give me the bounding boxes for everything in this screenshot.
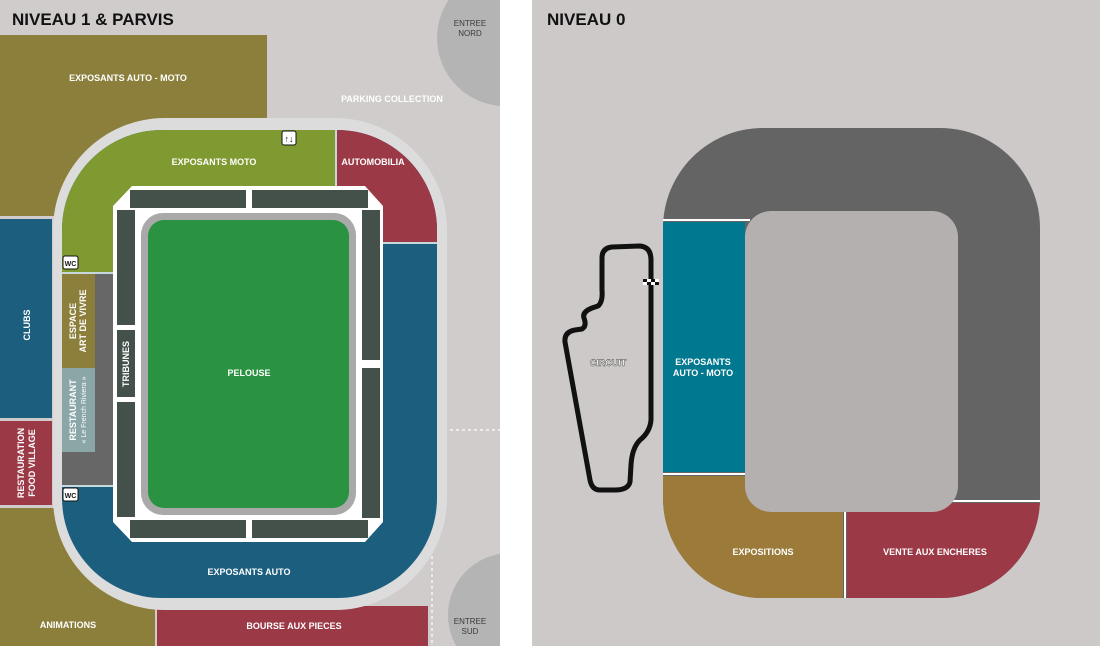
zone-label: EXPOSANTS MOTO xyxy=(172,157,257,167)
zone-exposants-auto-moto[interactable] xyxy=(663,222,745,472)
map-niveau-1: ENTREE NORD ENTREE SUD PARKING COLLECTIO… xyxy=(0,0,500,646)
zone-clubs[interactable]: CLUBS xyxy=(0,219,52,418)
zone-label: BOURSE AUX PIECES xyxy=(246,621,341,631)
zone-label: CIRCUIT xyxy=(590,358,627,368)
zone-label: CLUBS xyxy=(22,310,32,341)
map-niveau-0: EXPOSANTS AUTO - MOTO EXPOSITIONS VENTE … xyxy=(532,0,1100,646)
inner-area xyxy=(745,211,958,512)
zone-label: EXPOSANTS AUTO - MOTO xyxy=(69,73,187,83)
zone-label: FOOD VILLAGE xyxy=(27,429,37,497)
zone-tribunes[interactable] xyxy=(117,330,135,397)
zone-espace-art-de-vivre[interactable] xyxy=(62,274,95,368)
zone-label: RESTAURANT xyxy=(68,379,78,441)
zone-label: RESTAURATION xyxy=(16,428,26,498)
entree-nord-label: NORD xyxy=(458,29,482,38)
entree-sud-label: SUD xyxy=(462,627,479,636)
zone-label: VENTE AUX ENCHERES xyxy=(883,547,987,557)
zone-label: « Le French Riviera » xyxy=(81,376,88,443)
zone-circuit[interactable]: CIRCUIT xyxy=(562,243,659,493)
zone-label: ART DE VIVRE xyxy=(78,289,88,352)
checkered-flag-icon xyxy=(643,279,659,285)
entree-nord[interactable]: ENTREE NORD xyxy=(437,0,500,106)
zone-label: ESPACE xyxy=(68,303,78,339)
zone-label: AUTO - MOTO xyxy=(673,368,733,378)
zone-bourse-aux-pieces[interactable]: BOURSE AUX PIECES xyxy=(157,606,428,646)
zone-label: EXPOSITIONS xyxy=(732,547,793,557)
zone-pelouse[interactable]: PELOUSE xyxy=(148,220,349,508)
entree-nord-label: ENTREE xyxy=(454,19,486,28)
zone-label: EXPOSANTS xyxy=(675,357,731,367)
zone-label: AUTOMOBILIA xyxy=(341,157,405,167)
entree-sud[interactable]: ENTREE SUD xyxy=(448,553,500,646)
zone-label: TRIBUNES xyxy=(121,341,131,387)
elevator-label: ↑↓ xyxy=(285,134,294,144)
level-0-title: NIVEAU 0 xyxy=(547,10,625,29)
elevator-icon: ↑↓ xyxy=(281,130,297,146)
parking-collection-label: PARKING COLLECTION xyxy=(341,94,443,104)
level-1-title: NIVEAU 1 & PARVIS xyxy=(12,10,174,29)
zone-label: EXPOSANTS AUTO xyxy=(207,567,290,577)
wc-label: WC xyxy=(65,261,77,268)
wc-icon: WC xyxy=(62,487,79,502)
zone-restauration-food-village[interactable]: RESTAURATION FOOD VILLAGE xyxy=(0,421,52,505)
zone-restaurant[interactable] xyxy=(62,368,95,452)
tribunes xyxy=(117,190,380,538)
wc-label: WC xyxy=(65,493,77,500)
entree-sud-label: ENTREE xyxy=(454,617,486,626)
zone-label: ANIMATIONS xyxy=(40,620,96,630)
wc-icon: WC xyxy=(62,255,79,270)
zone-label: PELOUSE xyxy=(227,368,270,378)
